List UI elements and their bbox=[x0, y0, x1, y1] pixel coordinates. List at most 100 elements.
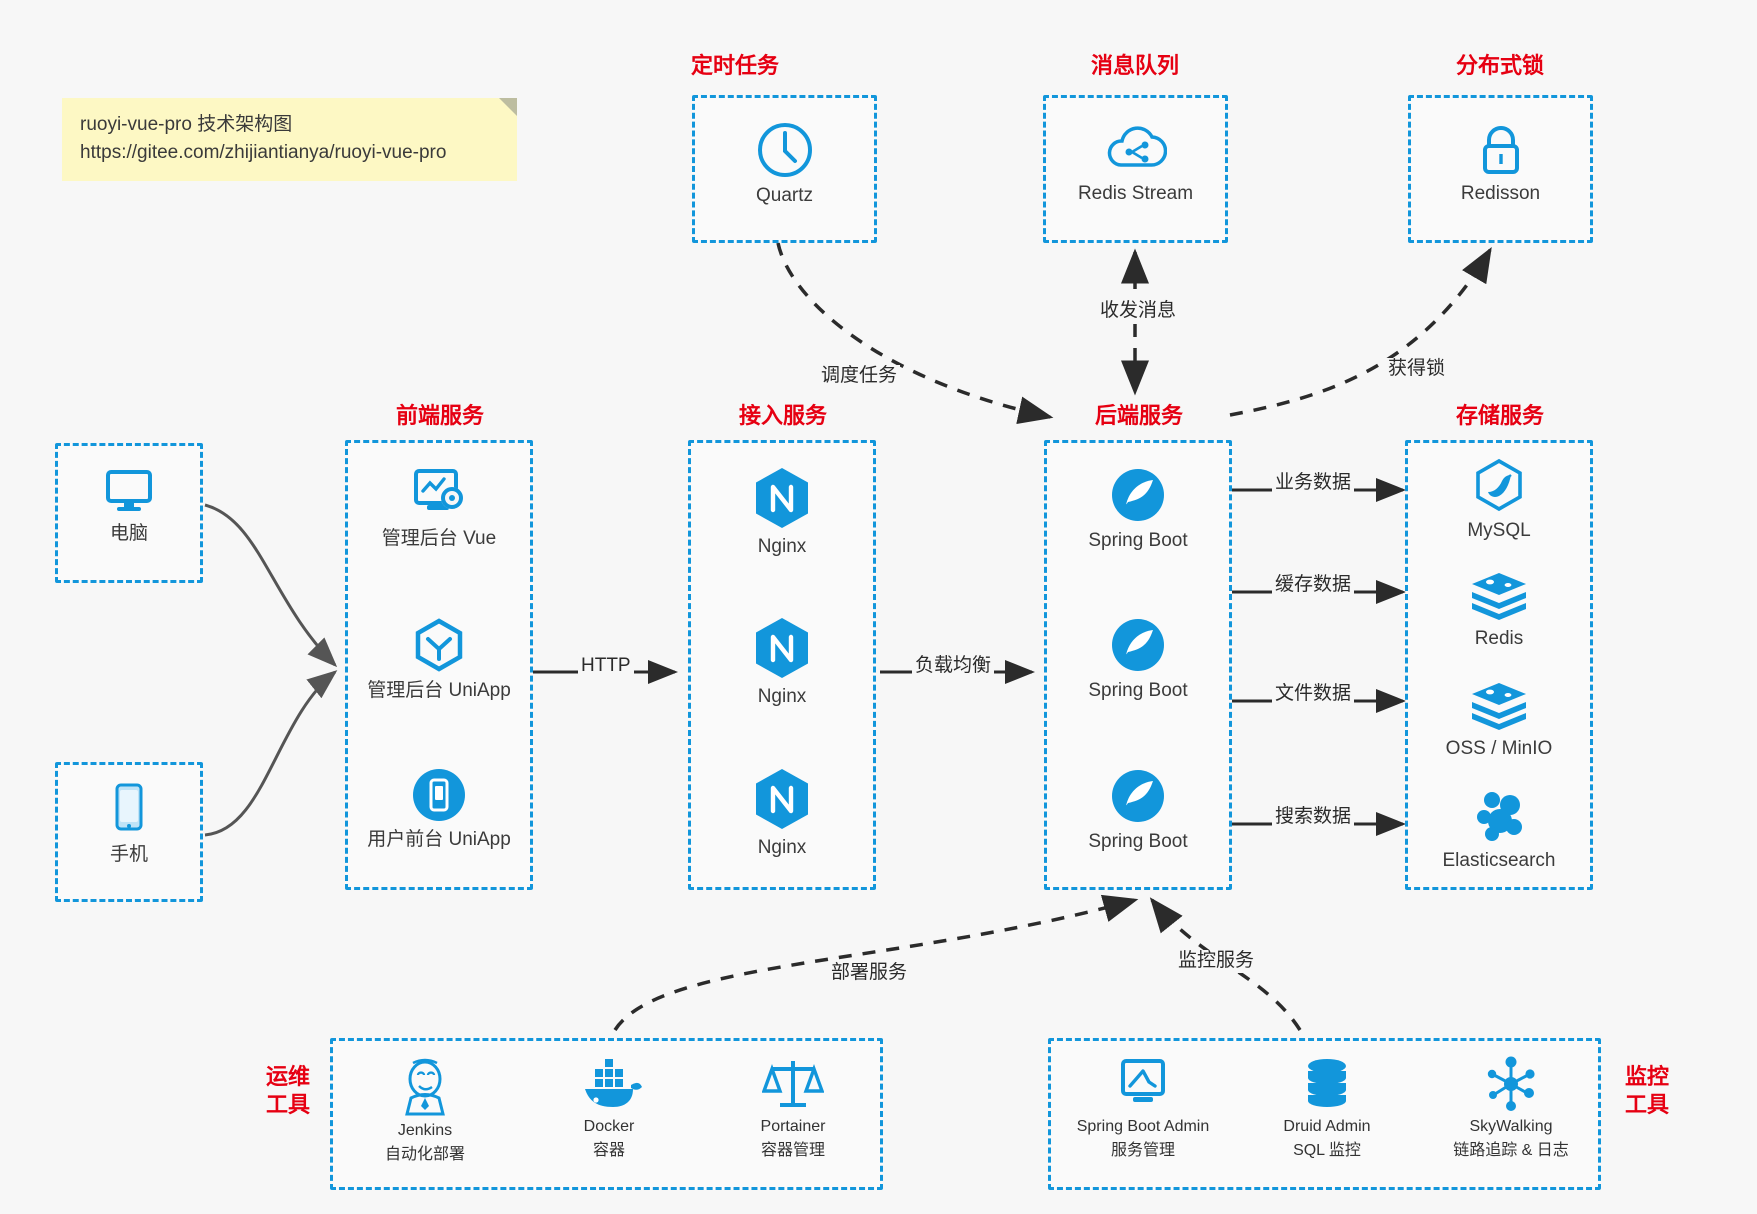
elasticsearch-icon bbox=[1408, 787, 1590, 845]
node-label: Spring Boot bbox=[1088, 831, 1188, 852]
nginx-icon bbox=[691, 465, 873, 531]
node-spring-boot-3: Spring Boot bbox=[1047, 766, 1229, 855]
group-label-devops-line2: 工具 bbox=[265, 1091, 310, 1117]
node-nginx-1: Nginx bbox=[691, 465, 873, 560]
node-label: 用户前台 UniApp bbox=[367, 829, 511, 850]
redis-icon bbox=[1408, 569, 1590, 623]
nginx-icon bbox=[691, 766, 873, 832]
node-redisson: Redisson bbox=[1411, 120, 1590, 207]
group-label-frontend: 前端服务 bbox=[395, 403, 484, 428]
edge-monitor-service bbox=[1149, 897, 1302, 1031]
group-frontend: 管理后台 Vue 管理后台 UniApp 用户前台 UniApp bbox=[345, 440, 533, 890]
group-label-devops-line1: 运维 bbox=[265, 1064, 310, 1089]
node-label: Redis bbox=[1474, 628, 1524, 649]
node-nginx-2: Nginx bbox=[691, 615, 873, 710]
node-label: SkyWalking bbox=[1469, 1118, 1553, 1135]
desktop-icon bbox=[58, 464, 200, 518]
node-label: Nginx bbox=[757, 536, 807, 557]
node-label: Quartz bbox=[755, 185, 814, 206]
edge-label-cache-data: 缓存数据 bbox=[1272, 574, 1355, 597]
node-sublabel: 自动化部署 bbox=[384, 1146, 465, 1163]
edge-schedule-task bbox=[776, 242, 1054, 424]
jenkins-icon bbox=[394, 1058, 456, 1121]
node-sublabel: SQL 监控 bbox=[1293, 1142, 1361, 1159]
group-devops: Jenkins 自动化部署 Docker 容器 Portainer 容器管理 bbox=[330, 1038, 883, 1190]
note-fold-corner bbox=[499, 98, 517, 116]
group-label-scheduler: 定时任务 bbox=[690, 53, 779, 78]
database-icon bbox=[1299, 1059, 1355, 1117]
group-label-monitoring-line2: 工具 bbox=[1624, 1091, 1669, 1117]
edge-deploy-service bbox=[613, 894, 1139, 1031]
node-skywalking: SkyWalking 链路追踪 & 日志 bbox=[1419, 1055, 1603, 1160]
edge-label-monitor-service: 监控服务 bbox=[1175, 950, 1258, 973]
node-label: Nginx bbox=[757, 837, 807, 858]
edge-label-acquire-lock: 获得锁 bbox=[1385, 358, 1449, 381]
edge-label-schedule-task: 调度任务 bbox=[818, 365, 901, 388]
node-spring-boot-admin: Spring Boot Admin 服务管理 bbox=[1051, 1055, 1235, 1160]
edge-mobile-to-frontend bbox=[204, 670, 338, 837]
cloud-stream-icon bbox=[1046, 120, 1225, 178]
skywalking-icon bbox=[1481, 1056, 1541, 1117]
node-redis-stream: Redis Stream bbox=[1046, 120, 1225, 207]
node-oss-minio: OSS / MinIO bbox=[1408, 679, 1590, 762]
edge-label-file-data: 文件数据 bbox=[1272, 683, 1355, 706]
node-label: 管理后台 Vue bbox=[381, 528, 497, 549]
nginx-icon bbox=[691, 615, 873, 681]
node-mysql: MySQL bbox=[1408, 457, 1590, 544]
node-label: Redis Stream bbox=[1077, 183, 1194, 204]
node-label: Redisson bbox=[1460, 183, 1541, 204]
sticky-note: ruoyi-vue-pro 技术架构图 https://gitee.com/zh… bbox=[62, 98, 517, 182]
node-label: 管理后台 UniApp bbox=[367, 680, 511, 701]
group-lock: Redisson bbox=[1408, 95, 1593, 243]
group-mq: Redis Stream bbox=[1043, 95, 1228, 243]
node-label: 电脑 bbox=[109, 523, 148, 544]
edge-label-http: HTTP bbox=[578, 655, 634, 678]
node-mobile: 手机 bbox=[58, 781, 200, 868]
monitor-chart-icon bbox=[1112, 1059, 1174, 1117]
cube-icon bbox=[348, 615, 530, 675]
group-scheduler: Quartz bbox=[692, 95, 877, 243]
node-docker: Docker 容器 bbox=[517, 1055, 701, 1160]
node-sublabel: 链路追踪 & 日志 bbox=[1453, 1142, 1569, 1159]
node-label: Spring Boot bbox=[1088, 680, 1188, 701]
edge-label-send-receive: 收发消息 bbox=[1097, 300, 1180, 323]
group-client-mobile: 手机 bbox=[55, 762, 203, 902]
node-spring-boot-2: Spring Boot bbox=[1047, 615, 1229, 704]
spring-leaf-icon bbox=[1047, 615, 1229, 675]
node-user-uniapp: 用户前台 UniApp bbox=[348, 766, 530, 853]
node-label: 手机 bbox=[109, 844, 148, 865]
node-elasticsearch: Elasticsearch bbox=[1408, 787, 1590, 874]
node-druid-admin: Druid Admin SQL 监控 bbox=[1235, 1055, 1419, 1160]
spring-leaf-icon bbox=[1047, 465, 1229, 525]
edge-label-business-data: 业务数据 bbox=[1272, 472, 1355, 495]
scales-icon bbox=[761, 1061, 825, 1117]
node-label: Spring Boot Admin bbox=[1076, 1118, 1210, 1135]
node-spring-boot-1: Spring Boot bbox=[1047, 465, 1229, 554]
node-jenkins: Jenkins 自动化部署 bbox=[333, 1055, 517, 1164]
node-sublabel: 容器 bbox=[592, 1142, 625, 1159]
group-label-storage: 存储服务 bbox=[1455, 403, 1544, 428]
node-portainer: Portainer 容器管理 bbox=[701, 1055, 885, 1160]
docker-icon bbox=[575, 1059, 643, 1117]
node-label: Docker bbox=[583, 1118, 635, 1135]
dashboard-gear-icon bbox=[348, 465, 530, 523]
group-label-monitoring: 监控 工具 bbox=[1614, 1063, 1680, 1118]
group-label-devops: 运维 工具 bbox=[255, 1063, 321, 1118]
group-client-pc: 电脑 bbox=[55, 443, 203, 583]
edge-label-load-balance: 负载均衡 bbox=[912, 655, 995, 678]
node-label: Druid Admin bbox=[1283, 1118, 1371, 1135]
node-label: Nginx bbox=[757, 686, 807, 707]
note-title: ruoyi-vue-pro 技术架构图 bbox=[80, 114, 293, 135]
group-gateway: Nginx Nginx Nginx bbox=[688, 440, 876, 890]
phone-icon bbox=[58, 781, 200, 839]
group-label-mq: 消息队列 bbox=[1090, 53, 1179, 78]
group-backend: Spring Boot Spring Boot Spring Boot bbox=[1044, 440, 1232, 890]
clock-icon bbox=[695, 120, 874, 180]
note-url: https://gitee.com/zhijiantianya/ruoyi-vu… bbox=[80, 141, 447, 163]
group-monitoring: Spring Boot Admin 服务管理 Druid Admin SQL 监… bbox=[1048, 1038, 1601, 1190]
node-nginx-3: Nginx bbox=[691, 766, 873, 861]
group-label-gateway: 接入服务 bbox=[738, 403, 827, 428]
mobile-app-icon bbox=[348, 766, 530, 824]
node-label: MySQL bbox=[1467, 520, 1531, 541]
node-label: Elasticsearch bbox=[1442, 850, 1556, 871]
